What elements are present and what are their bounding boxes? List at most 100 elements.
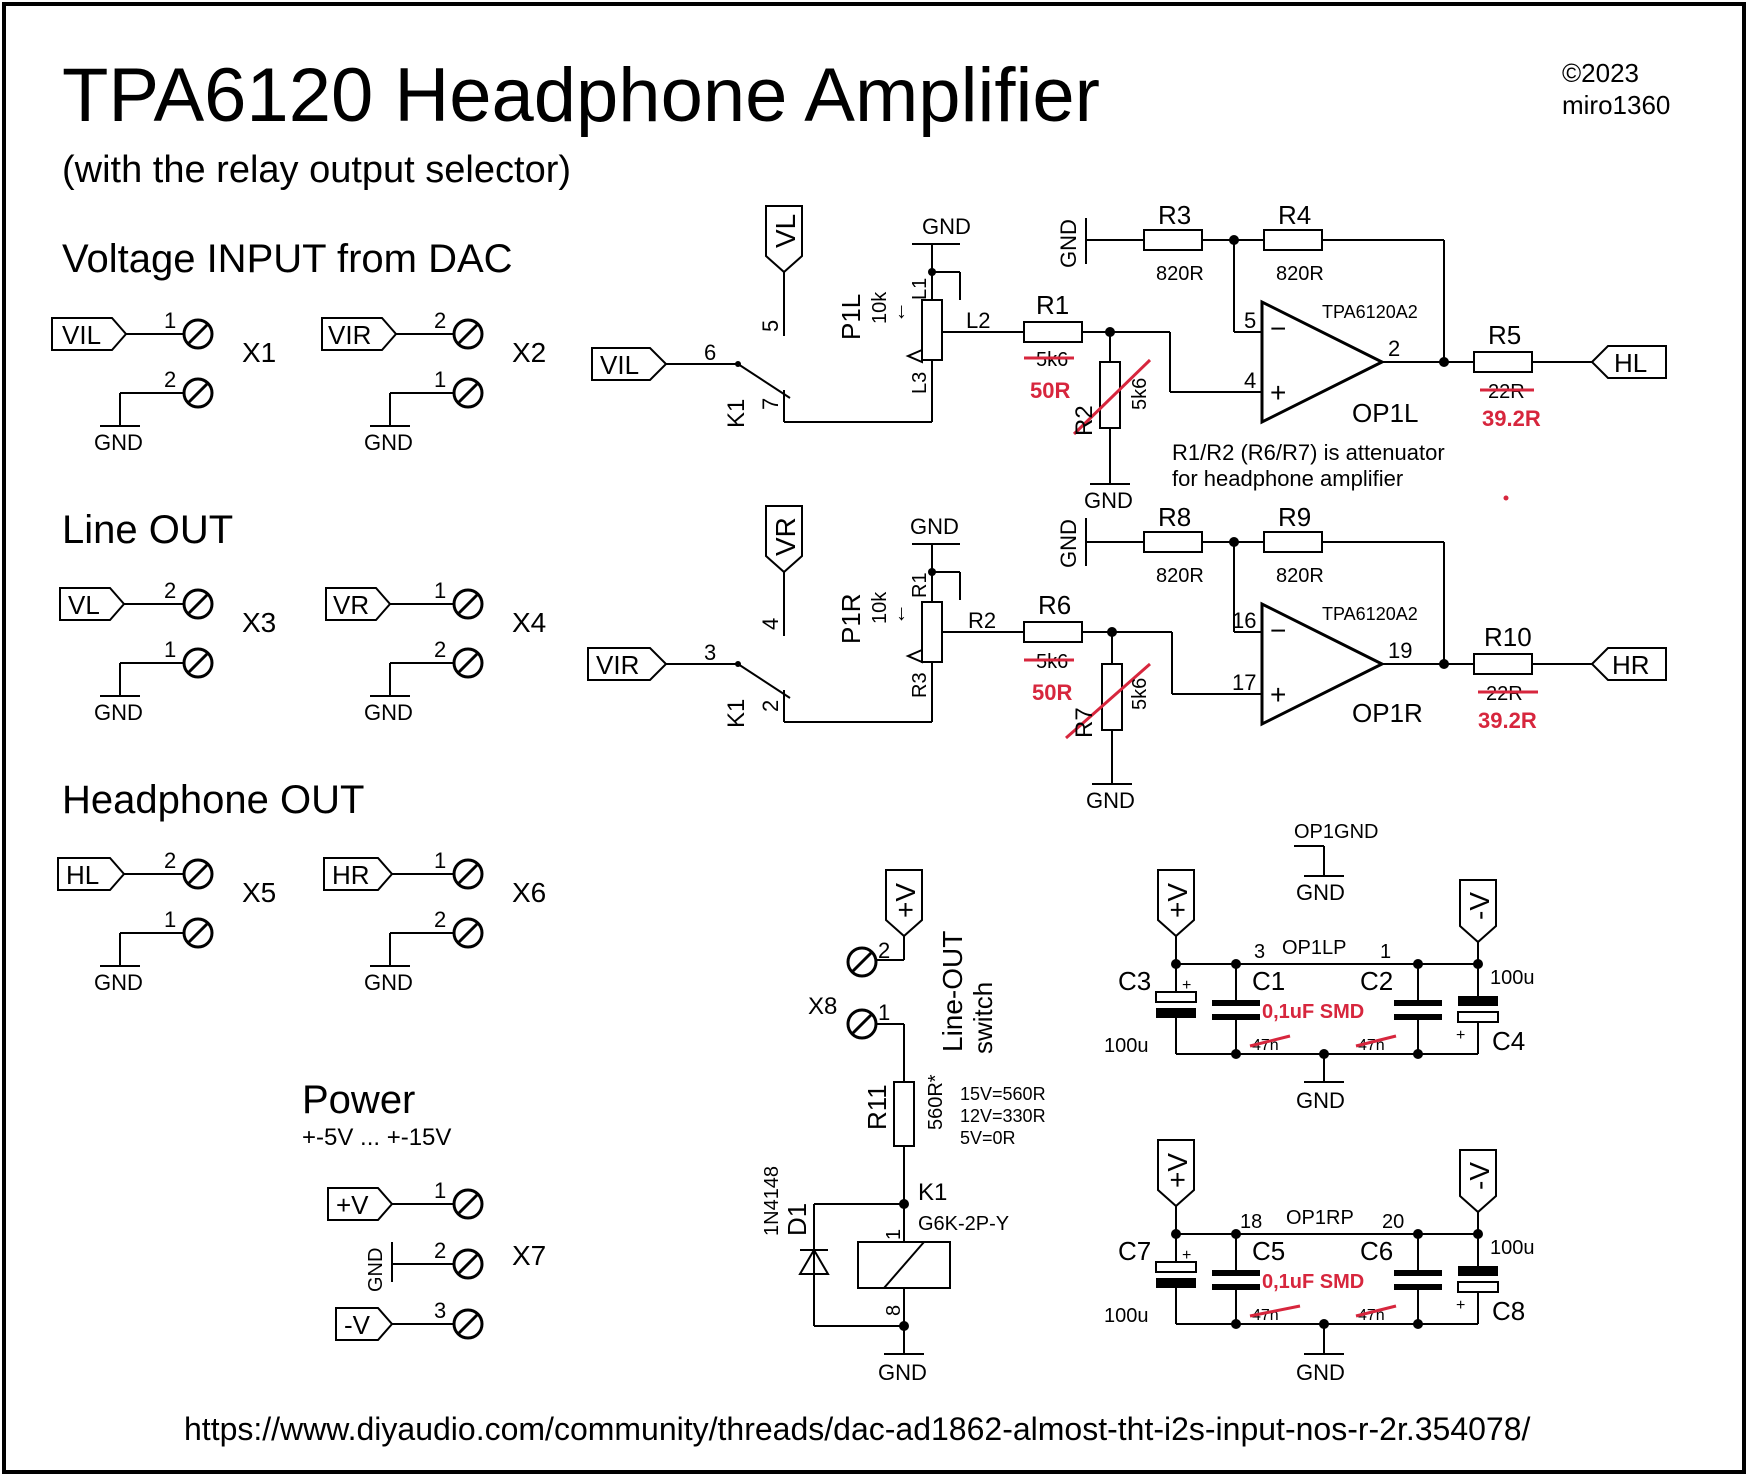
svg-text:12V=330R: 12V=330R [960, 1106, 1046, 1126]
svg-text:GND: GND [364, 700, 413, 725]
svg-text:VR: VR [333, 590, 369, 620]
svg-text:10k: 10k [869, 591, 891, 624]
svg-text:L1: L1 [909, 278, 931, 300]
svg-text:OP1R: OP1R [1352, 698, 1423, 728]
copyright-year: ©2023 [1562, 58, 1639, 88]
svg-text:R3: R3 [1158, 200, 1191, 230]
svg-text:GND: GND [365, 1248, 387, 1292]
svg-text:C8: C8 [1492, 1296, 1525, 1326]
svg-text:VL: VL [770, 214, 801, 248]
svg-text:100u: 100u [1490, 1237, 1535, 1259]
red-dot [1503, 495, 1509, 501]
svg-text:TPA6120A2: TPA6120A2 [1322, 302, 1418, 322]
svg-text:2: 2 [164, 578, 176, 603]
svg-text:GND: GND [1084, 488, 1133, 513]
svg-text:820R: 820R [1156, 263, 1204, 285]
svg-text:2: 2 [434, 907, 446, 932]
svg-text:C5: C5 [1252, 1236, 1285, 1266]
section-input: Voltage INPUT from DAC [62, 237, 513, 281]
svg-text:C6: C6 [1360, 1236, 1393, 1266]
relay-section: +V 2 X8 1 Line-OUT switch R11 560R* 15V=… [761, 869, 1046, 1385]
svg-text:R2: R2 [1071, 405, 1098, 436]
svg-text:L3: L3 [909, 372, 931, 394]
svg-text:P1L: P1L [836, 294, 866, 340]
svg-text:39.2R: 39.2R [1482, 406, 1541, 431]
svg-text:5k6: 5k6 [1036, 651, 1068, 673]
svg-text:+: + [1270, 377, 1286, 408]
svg-text:1: 1 [164, 907, 176, 932]
svg-text:C1: C1 [1252, 966, 1285, 996]
svg-text:C3: C3 [1118, 966, 1151, 996]
svg-text:HR: HR [1612, 650, 1650, 680]
svg-text:X2: X2 [512, 337, 546, 368]
svg-text:2: 2 [878, 938, 890, 963]
svg-text:switch: switch [968, 982, 998, 1054]
power-range: +-5V ... +-15V [302, 1124, 451, 1151]
svg-text:R8: R8 [1158, 502, 1191, 532]
svg-text:1N4148: 1N4148 [761, 1166, 783, 1236]
decoupling-left: OP1GND GND +V -V 3 OP1LP 1 + C3 100u C1 [1104, 821, 1535, 1113]
svg-text:R1: R1 [1036, 290, 1069, 320]
svg-text:D1: D1 [782, 1203, 812, 1236]
svg-text:17: 17 [1232, 670, 1256, 695]
svg-text:G6K-2P-Y: G6K-2P-Y [918, 1213, 1009, 1235]
svg-text:R1: R1 [909, 572, 931, 598]
svg-text:VIL: VIL [600, 350, 639, 380]
svg-text:1: 1 [164, 308, 176, 333]
svg-text:22R: 22R [1486, 683, 1523, 705]
svg-text:5k6: 5k6 [1129, 378, 1151, 410]
svg-text:+V: +V [336, 1190, 369, 1220]
svg-text:R7: R7 [1071, 707, 1098, 738]
svg-text:GND: GND [1056, 219, 1081, 268]
svg-text:5k6: 5k6 [1129, 678, 1151, 710]
page-subtitle: (with the relay output selector) [62, 149, 571, 191]
svg-text:0,1uF SMD: 0,1uF SMD [1262, 1271, 1364, 1293]
decoupling-right: +V -V 18 OP1RP 20 + C7 100u C5 C6 0,1uF … [1104, 1139, 1535, 1385]
svg-text:X8: X8 [808, 993, 837, 1020]
svg-text:50R: 50R [1030, 378, 1070, 403]
svg-text:X1: X1 [242, 337, 276, 368]
copyright-author: miro1360 [1562, 90, 1670, 120]
svg-text:+V: +V [890, 883, 921, 918]
svg-text:HL: HL [1614, 348, 1647, 378]
svg-text:+V: +V [1162, 1153, 1193, 1188]
svg-text:GND: GND [94, 700, 143, 725]
connector-x4: VR 1 2 GND X4 [325, 578, 546, 725]
connector-x5: HL 2 1 GND X5 [57, 848, 276, 995]
svg-text:1: 1 [434, 848, 446, 873]
svg-text:GND: GND [922, 214, 971, 239]
svg-text:GND: GND [364, 970, 413, 995]
svg-text:2: 2 [434, 1238, 446, 1263]
svg-text:GND: GND [1296, 1360, 1345, 1385]
svg-text:6: 6 [704, 340, 716, 365]
svg-text:K1: K1 [723, 399, 750, 428]
svg-text:+: + [1270, 679, 1286, 710]
svg-text:560R*: 560R* [925, 1074, 947, 1130]
svg-text:K1: K1 [918, 1179, 947, 1206]
svg-text:R4: R4 [1278, 200, 1311, 230]
svg-text:5: 5 [1244, 308, 1256, 333]
svg-text:2: 2 [758, 700, 783, 712]
svg-text:3: 3 [704, 640, 716, 665]
svg-text:2: 2 [164, 848, 176, 873]
svg-text:820R: 820R [1156, 565, 1204, 587]
svg-text:OP1LP: OP1LP [1282, 937, 1346, 959]
svg-text:X7: X7 [512, 1240, 546, 1271]
svg-text:100u: 100u [1104, 1035, 1149, 1057]
svg-text:-V: -V [344, 1310, 371, 1340]
svg-text:VL: VL [68, 590, 100, 620]
svg-text:↓: ↓ [896, 298, 907, 323]
svg-text:GND: GND [1056, 519, 1081, 568]
svg-text:VR: VR [770, 517, 801, 556]
svg-text:+: + [1182, 977, 1191, 994]
svg-text:820R: 820R [1276, 263, 1324, 285]
svg-text:R9: R9 [1278, 502, 1311, 532]
svg-text:R3: R3 [909, 672, 931, 698]
svg-text:-V: -V [1464, 892, 1495, 920]
svg-text:C7: C7 [1118, 1236, 1151, 1266]
svg-text:K1: K1 [723, 699, 750, 728]
svg-text:5V=0R: 5V=0R [960, 1128, 1016, 1148]
connector-x2: VIR 2 1 GND X2 [321, 308, 546, 455]
left-channel: VL 5 VIL 6 7 K1 GND L1 L3 L2 P1L 10k ↓ R… [591, 200, 1667, 513]
